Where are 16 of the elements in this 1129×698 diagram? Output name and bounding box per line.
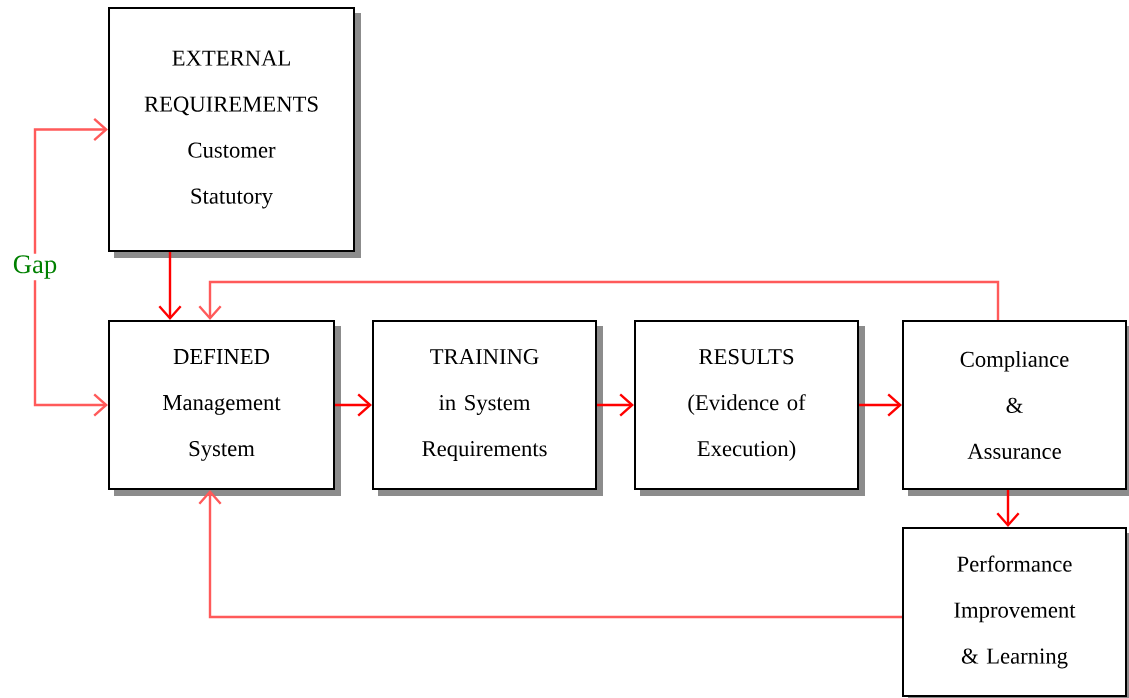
arrow [33, 280, 108, 417]
process-box: DEFINED Management System [108, 320, 341, 496]
arrow [597, 393, 634, 417]
process-box: RESULTS (Evidence of Execution) [634, 320, 865, 496]
arrow [33, 117, 108, 254]
arrow [859, 393, 902, 417]
arrow [335, 393, 372, 417]
process-box: Compliance & Assurance [902, 320, 1129, 496]
process-box: TRAINING in System Requirements [372, 320, 603, 496]
gap-label: Gap [13, 255, 57, 279]
process-box: Performance Improvement & Learning [902, 527, 1129, 698]
arrow [996, 490, 1020, 527]
arrow [198, 280, 1000, 320]
arrow [158, 252, 182, 320]
arrow [198, 490, 902, 619]
process-box: EXTERNAL REQUIREMENTS Customer Statutory [108, 7, 361, 258]
